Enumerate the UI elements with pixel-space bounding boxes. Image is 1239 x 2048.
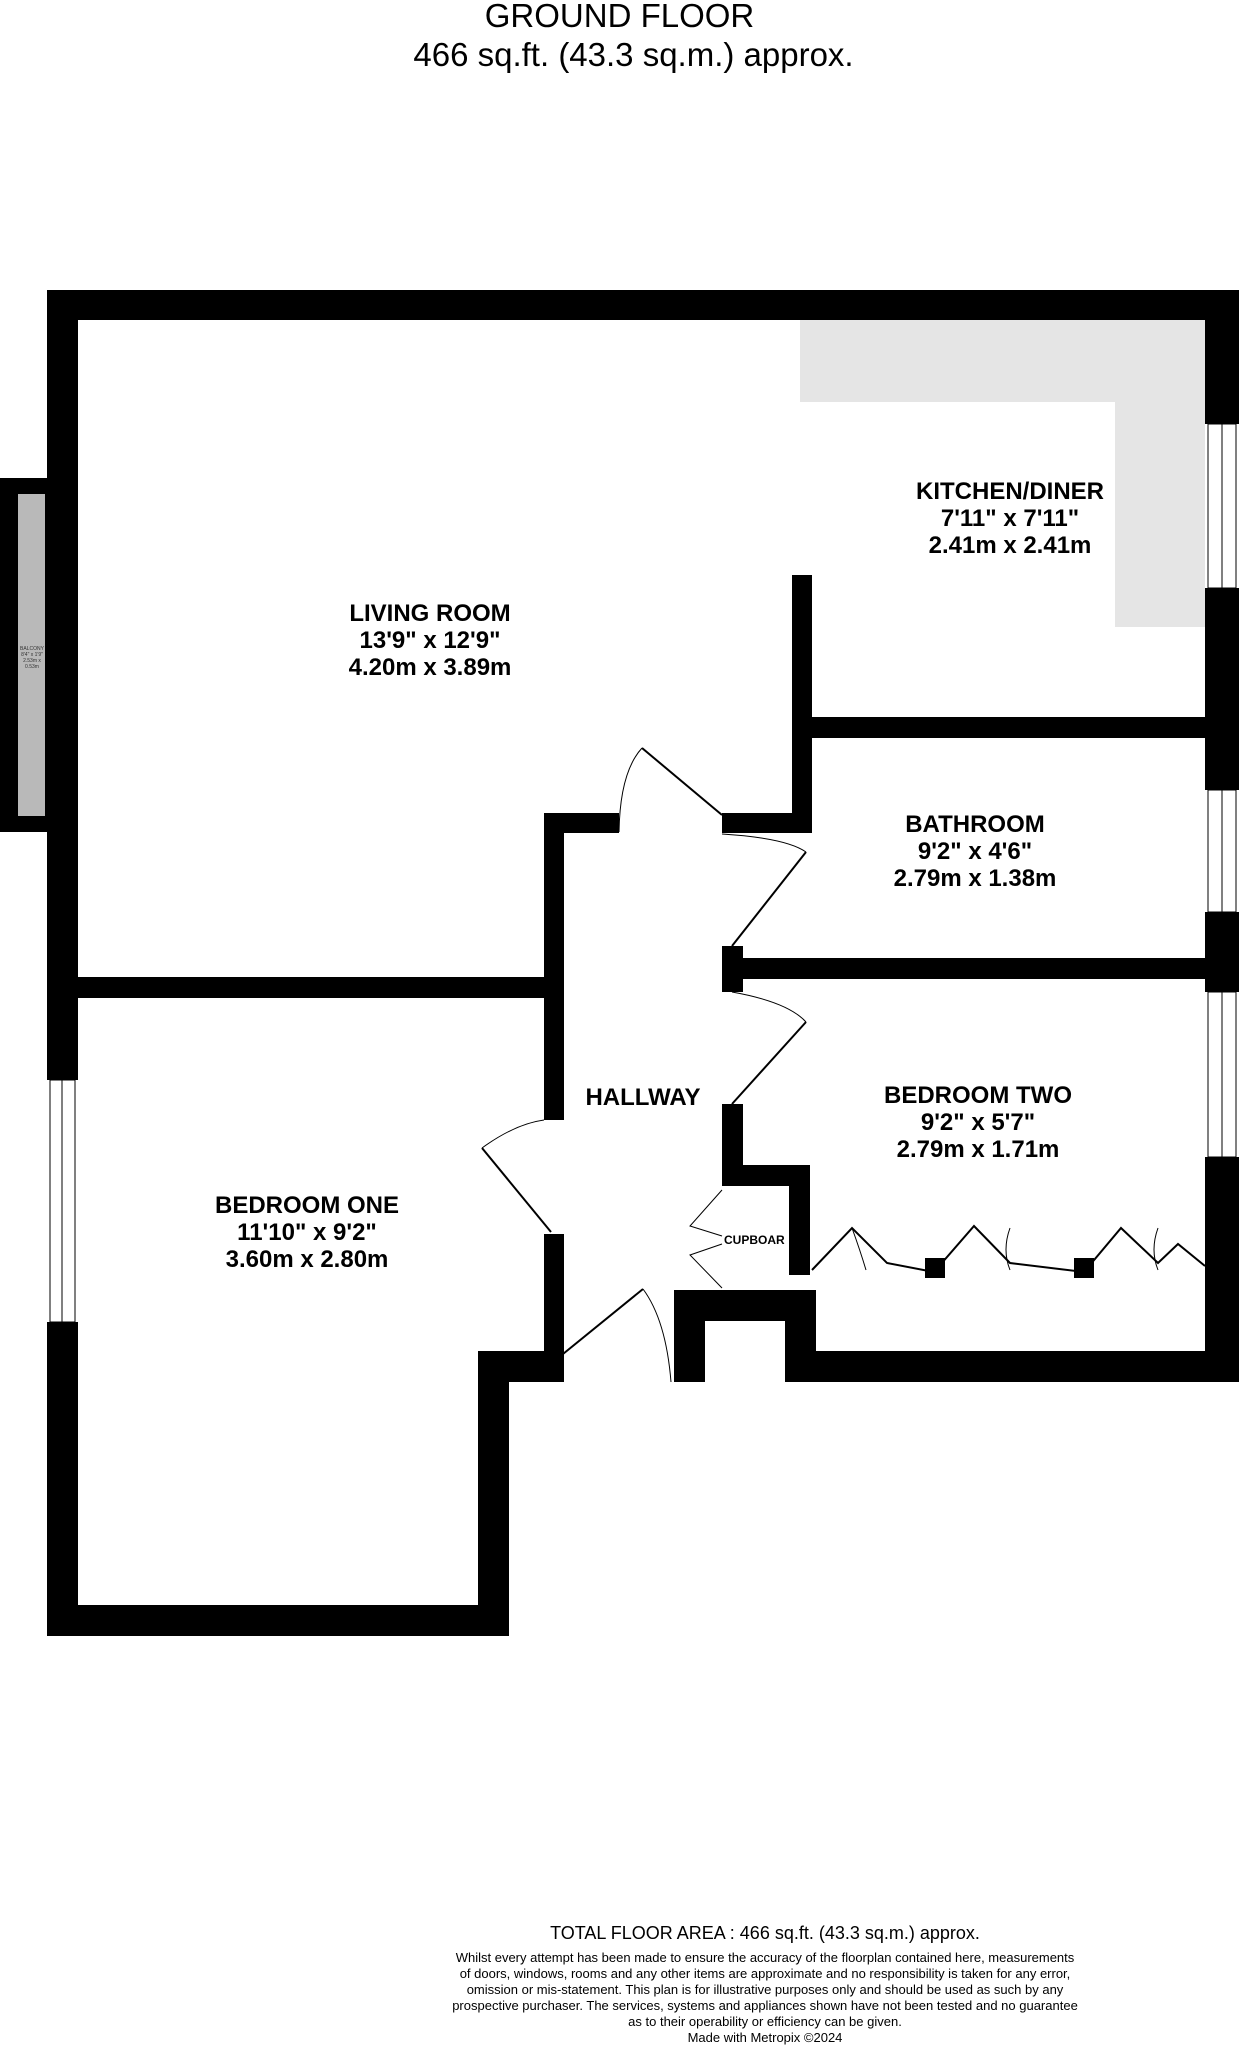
disclaimer-line: prospective purchaser. The services, sys… (452, 1998, 1078, 2013)
wall-bath-stub (722, 946, 743, 992)
bedroom-one-imperial: 11'10" x 9'2" (237, 1219, 377, 1246)
wardrobe-post-1 (925, 1258, 945, 1278)
room-label-kitchen: KITCHEN/DINER 7'11" x 7'11" 2.41m x 2.41… (916, 478, 1104, 559)
balcony-label: BALCONY 8'4" x 1'9" 2.53m x 0.53m (18, 646, 46, 670)
kitchen-name: KITCHEN/DINER (915, 478, 1105, 505)
living-imperial: 13'9" x 12'9" (359, 627, 501, 654)
room-label-living: LIVING ROOM 13'9" x 12'9" 4.20m x 3.89m (349, 600, 512, 681)
room-label-cupboard: CUPBOAR (724, 1233, 785, 1247)
wall-bed1-bottom (47, 1605, 509, 1636)
wall-right-2 (1205, 588, 1239, 790)
door-cupboard (689, 1189, 723, 1237)
door-bedroom-one (481, 1147, 552, 1233)
bathroom-name: BATHROOM (905, 811, 1045, 838)
kitchen-metric: 2.41m x 2.41m (928, 532, 1092, 559)
wall-kitchen-vertical (792, 575, 812, 833)
disclaimer-line: as to their operability or efficiency ca… (628, 2014, 902, 2029)
wall-hall-left-lower (544, 1234, 564, 1382)
door-bathroom (731, 851, 807, 947)
wall-hall-bottom-post-right (785, 1290, 816, 1382)
footer: TOTAL FLOOR AREA : 466 sq.ft. (43.3 sq.m… (415, 1922, 1115, 2046)
door-bedroom-two (731, 1021, 807, 1105)
wall-hall-top-right (722, 813, 812, 833)
bedroom-two-metric: 2.79m x 1.71m (896, 1136, 1060, 1163)
wall-bath-bed2 (722, 958, 1239, 979)
windows (49, 423, 1237, 1323)
balcony-floor (18, 494, 45, 816)
balcony-name: BALCONY (20, 646, 44, 652)
wall-left-bed1-lower (47, 1322, 78, 1636)
disclaimer-line: Whilst every attempt has been made to en… (455, 1950, 1075, 1965)
wall-kitchen-bath (792, 717, 1239, 738)
wall-bed2-bottom (785, 1351, 1239, 1382)
wall-hall-top-left (544, 813, 619, 833)
wall-hall-left-upper (544, 813, 564, 1120)
wall-bed1-step (478, 1351, 545, 1382)
kitchen-imperial: 7'11" x 7'11" (940, 505, 1080, 532)
door-living (641, 747, 723, 816)
made-with-credit: Made with Metropix ©2024 (687, 2030, 843, 2045)
balcony-imperial: 8'4" x 1'9" (21, 652, 43, 658)
balcony-metric: 2.53m x 0.53m (23, 658, 41, 670)
floor-area-subtitle: 466 sq.ft. (43.3 sq.m.) approx. (413, 36, 854, 73)
bedroom-one-metric: 3.60m x 2.80m (225, 1246, 389, 1273)
room-label-bedroom-one: BEDROOM ONE 11'10" x 9'2" 3.60m x 2.80m (215, 1192, 399, 1273)
wall-cupboard-right (789, 1165, 810, 1275)
floor-title: GROUND FLOOR (484, 0, 755, 34)
wardrobe-post-2 (1074, 1258, 1094, 1278)
disclaimer-line: of doors, windows, rooms and any other i… (459, 1966, 1071, 1981)
walls (47, 290, 1239, 1636)
wall-bed1-right (478, 1351, 509, 1636)
disclaimer-line: omission or mis-statement. This plan is … (466, 1982, 1064, 1997)
room-label-bedroom-two: BEDROOM TWO 9'2" x 5'7" 2.79m x 1.71m (884, 1082, 1072, 1163)
living-metric: 4.20m x 3.89m (348, 654, 512, 681)
bedroom-one-name: BEDROOM ONE (214, 1192, 400, 1219)
wall-cupboard-top (722, 1165, 809, 1186)
room-label-bathroom: BATHROOM 9'2" x 4'6" 2.79m x 1.38m (894, 811, 1057, 892)
wall-right-1 (1205, 290, 1239, 424)
bedroom-two-name: BEDROOM TWO (884, 1082, 1072, 1109)
wall-living-bed1 (78, 977, 544, 998)
wall-left-upper (47, 290, 78, 1080)
wall-left-bed1-upper (47, 978, 78, 1080)
bathroom-imperial: 9'2" x 4'6" (917, 838, 1033, 865)
wall-hall-bottom-post-left (674, 1290, 705, 1382)
bedroom-two-imperial: 9'2" x 5'7" (920, 1109, 1036, 1136)
wall-right-4 (1205, 1157, 1239, 1382)
room-label-hallway: HALLWAY (585, 1084, 700, 1111)
disclaimer: Whilst every attempt has been made to en… (415, 1950, 1115, 2030)
wardrobe-doors (811, 1224, 1206, 1274)
door-front (562, 1288, 644, 1355)
kitchen-worktop (800, 320, 1205, 627)
hallway-name: HALLWAY (585, 1084, 701, 1111)
bathroom-metric: 2.79m x 1.38m (893, 865, 1057, 892)
wall-top (47, 290, 1239, 320)
total-floor-area: TOTAL FLOOR AREA : 466 sq.ft. (43.3 sq.m… (550, 1923, 980, 1943)
wall-right-3 (1205, 912, 1239, 992)
living-name: LIVING ROOM (349, 600, 511, 627)
doors (481, 747, 1206, 1383)
